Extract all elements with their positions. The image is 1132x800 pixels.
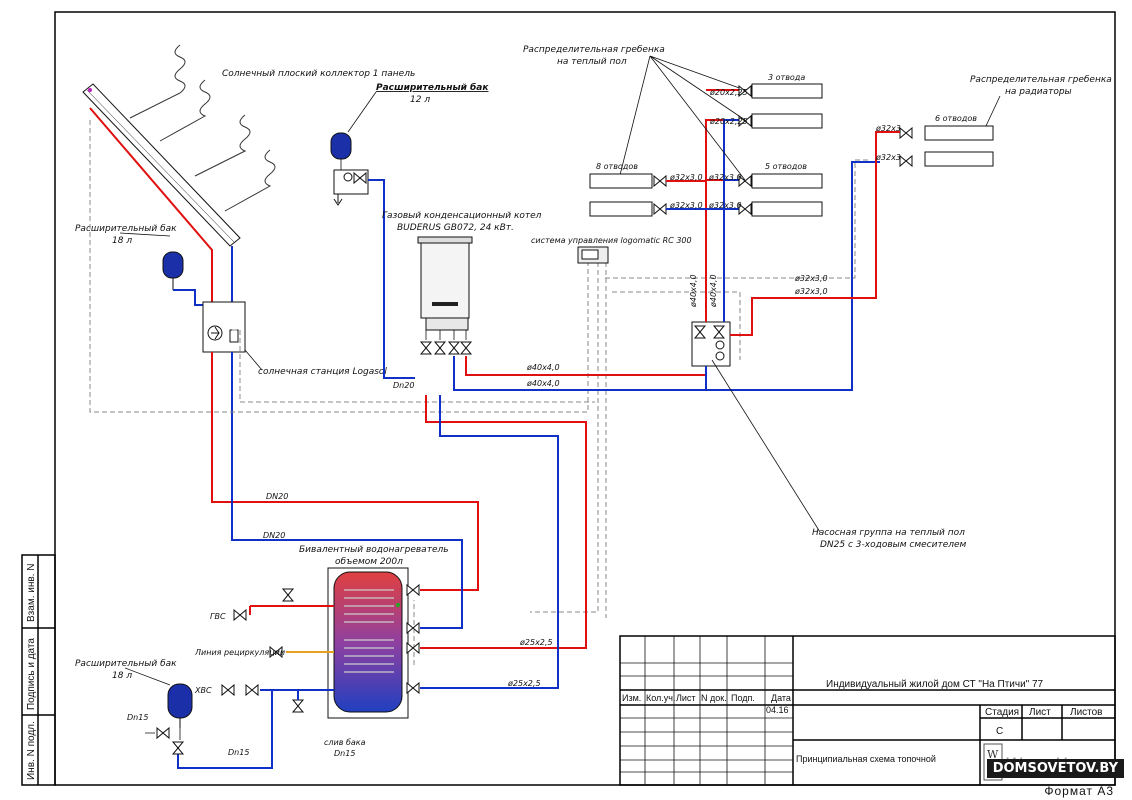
title-block — [619, 635, 1116, 786]
tb-stage-val: С — [996, 726, 1003, 737]
tb-col-izm: Изм. — [622, 693, 641, 703]
gas-boiler — [417, 236, 473, 331]
outlets-8-label: 8 отводов — [596, 162, 638, 171]
d32-label-b: ø32x3,0 — [669, 201, 703, 210]
dn20-label-b: DN20 — [266, 492, 288, 501]
tb-col-kol: Кол.уч. — [646, 693, 676, 703]
exp-tank-18-vol: 18 л — [112, 236, 132, 246]
drain-label-1: слив бака — [324, 738, 366, 747]
tb-col-list: Лист — [676, 693, 696, 703]
manifold-6-outlets — [899, 125, 994, 167]
side-stamp: Взам. инв. N Подпись и дата Инв. N подл. — [21, 554, 56, 786]
water-heater-tank — [327, 567, 409, 719]
tb-lists-hdr: Листов — [1070, 707, 1103, 718]
d40-label-a: ø40x4,0 — [526, 363, 560, 372]
solar-station-label: солнечная станция Logasol — [258, 367, 387, 377]
manifold-8-outlets — [589, 173, 667, 217]
water-heater-label-2: объемом 200л — [335, 557, 403, 567]
outlets-5-label: 5 отводов — [765, 162, 807, 171]
solar-station — [202, 301, 246, 353]
exp-tank-bottom-title: Расширительный бак — [75, 659, 177, 669]
tb-date: 04.16 — [766, 705, 789, 715]
d32-label-c: ø32x3,0 — [708, 173, 742, 182]
outlets-6-label: 6 отводов — [935, 114, 977, 123]
tb-col-ndok: N док. — [701, 693, 727, 703]
drain-label-2: Dn15 — [334, 749, 355, 758]
d20-label-b: ø20x2,25 — [709, 117, 748, 126]
expansion-tank-bottom — [167, 683, 193, 728]
drawing-frame — [54, 11, 1116, 786]
collector-label: Солнечный плоский коллектор 1 панель — [222, 69, 415, 79]
d25-label-b: ø25x2,5 — [507, 679, 541, 688]
exp-tank-bottom-vol: 18 л — [112, 671, 132, 681]
manifold-3-outlets — [738, 83, 823, 129]
d32-label-f: ø32x3,0 — [794, 287, 828, 296]
pump-group-label-1: Насосная группа на теплый пол — [812, 528, 965, 538]
tb-col-podp: Подп. — [731, 693, 755, 703]
d25-label-a: ø25x2,5 — [519, 638, 553, 647]
exp-tank-12-title: Расширительный бак — [376, 82, 489, 93]
manifold-rad-sub: на радиаторы — [1005, 87, 1072, 97]
boiler-model: BUDERUS GB072, 24 кВт. — [397, 223, 514, 233]
tb-list-hdr: Лист — [1029, 707, 1051, 718]
pump-group-label-2: DN25 с 3-ходовым смесителем — [820, 540, 967, 550]
d40-vert-2: ø40x4,0 — [709, 274, 718, 308]
sheet-format: Формат А3 — [1044, 784, 1114, 798]
side-vzam: Взам. инв. N — [26, 564, 37, 622]
hvs-label: ХВС — [194, 686, 212, 695]
dn20-label-c: DN20 — [263, 531, 285, 540]
d40-label-b: ø40x4,0 — [526, 379, 560, 388]
manifold-floor-sub: на теплый пол — [557, 57, 627, 67]
solar-supply-pipe — [89, 107, 213, 305]
d32-3-label-b: ø32x3 — [875, 153, 901, 162]
tb-col-data: Дата — [771, 693, 791, 703]
water-heater-label-1: Бивалентный водонагреватель — [299, 545, 449, 555]
dn15-label-b: Dn15 — [228, 748, 249, 757]
exp-tank-12-vol: 12 л — [410, 95, 430, 105]
expansion-tank-12 — [330, 132, 369, 206]
expansion-tank-18 — [162, 251, 184, 290]
dn20-label-a: Dn20 — [393, 381, 414, 390]
recirc-label: Линия рециркуляции — [194, 648, 285, 657]
tb-project: Индивидуальный жилой дом СТ "На Птичи" 7… — [826, 679, 1044, 690]
boiler-title: Газовый конденсационный котел — [382, 211, 542, 221]
gvs-label: ГВС — [210, 612, 226, 621]
exp-tank-18-title: Расширительный бак — [75, 224, 177, 234]
d32-label-e: ø32x3,0 — [794, 274, 828, 283]
d32-3-label-a: ø32x3 — [875, 124, 901, 133]
side-podpis: Подпись и дата — [26, 638, 37, 710]
manifold-rad-title: Распределительная гребенка — [970, 75, 1112, 85]
dn15-label-a: Dn15 — [127, 713, 148, 722]
manifold-floor-title: Распределительная гребенка — [523, 45, 665, 55]
manifold-5-outlets — [738, 173, 823, 217]
d32-label-a: ø32x3,0 — [669, 173, 703, 182]
svg-text:W: W — [987, 748, 999, 761]
pump-group — [691, 321, 731, 367]
outlets-3-label: 3 отвода — [768, 73, 805, 82]
side-inv-podl: Инв. N подл. — [26, 721, 37, 780]
d40-vert-1: ø40x4,0 — [689, 274, 698, 308]
control-system-label: система управления logomatic RC 300 — [531, 236, 692, 245]
solar-collector — [82, 83, 241, 247]
d20-label-a: ø20x2,25 — [709, 88, 748, 97]
sun-rays — [129, 44, 276, 212]
tb-sheet-title: Принципиальная схема топочной — [796, 754, 936, 764]
control-unit — [577, 246, 609, 264]
tb-stage-hdr: Стадия — [985, 707, 1019, 718]
d32-label-d: ø32x3,0 — [708, 201, 742, 210]
site-watermark: DOMSOVETOV.BY — [986, 759, 1124, 778]
